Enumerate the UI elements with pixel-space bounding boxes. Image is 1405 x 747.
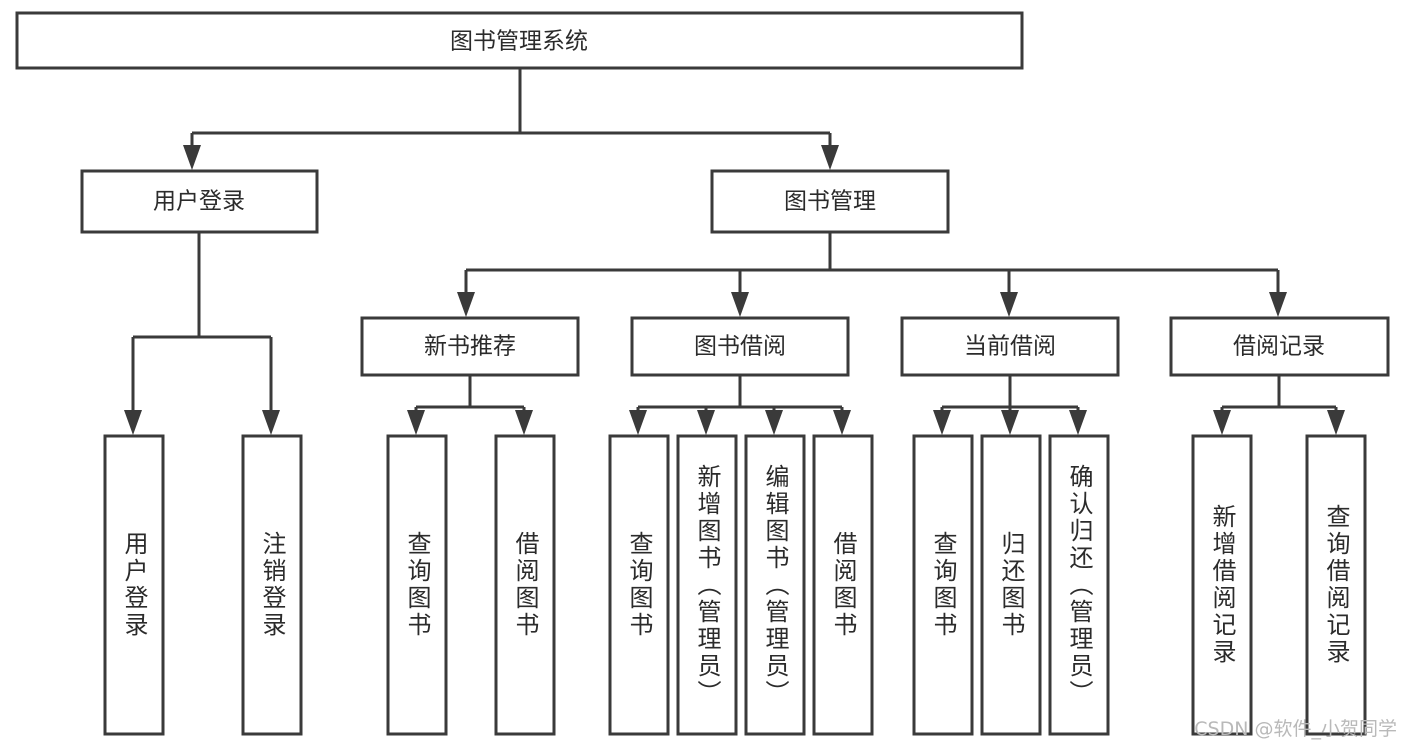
connector-group-user-login — [124, 232, 280, 435]
node-book-manage-label: 图书管理 — [784, 189, 876, 215]
leaf-rect-bb-add-book[interactable] — [676, 434, 738, 736]
arrowhead-cb-leaf-1 — [933, 410, 951, 435]
node-user-login-rect[interactable] — [80, 169, 319, 234]
leaf-rect-br-query-record[interactable] — [1305, 434, 1367, 736]
arrowhead-book-borrow — [731, 292, 749, 317]
connector-group-current-borrow — [933, 375, 1087, 435]
node-root-system-rect[interactable] — [15, 11, 1024, 70]
node-root-system-label: 图书管理系统 — [450, 29, 588, 55]
node-borrow-record-rect[interactable] — [1169, 316, 1390, 377]
arrowhead-bb-leaf-4 — [833, 410, 851, 435]
node-current-borrow-label: 当前借阅 — [964, 334, 1056, 360]
arrowhead-nb-leaf-2 — [515, 410, 533, 435]
arrowhead-current-borrow — [1000, 292, 1018, 317]
arrowhead-leaf-user-login — [124, 410, 142, 435]
node-borrow-record[interactable]: 借阅记录 — [1169, 316, 1390, 377]
arrowhead-nb-leaf-1 — [407, 410, 425, 435]
arrowhead-bb-leaf-2 — [697, 410, 715, 435]
node-book-borrow-label: 图书借阅 — [694, 334, 786, 360]
arrowhead-borrow-record — [1269, 292, 1287, 317]
node-current-borrow-rect[interactable] — [900, 316, 1120, 377]
leaf-rect-br-add-record[interactable] — [1191, 434, 1253, 736]
node-borrow-record-label: 借阅记录 — [1233, 334, 1325, 360]
node-new-book-recommend-rect[interactable] — [360, 316, 580, 377]
leaf-rect-nb-borrow-book[interactable] — [494, 434, 556, 736]
node-user-login[interactable]: 用户登录 — [80, 169, 319, 234]
connector-group-borrow-record — [1213, 375, 1345, 435]
arrowhead-book-manage — [821, 145, 839, 170]
arrowhead-new-book — [457, 292, 475, 317]
leaf-rect-bb-query-book[interactable] — [608, 434, 670, 736]
connector-group-book-borrow — [629, 375, 851, 435]
arrowhead-bb-leaf-3 — [765, 410, 783, 435]
connector-group-new-book — [407, 375, 533, 435]
node-book-manage[interactable]: 图书管理 — [710, 169, 950, 234]
leaf-rect-bb-edit-book[interactable] — [744, 434, 806, 736]
node-new-book-recommend[interactable]: 新书推荐 — [360, 316, 580, 377]
node-user-login-label: 用户登录 — [153, 189, 245, 215]
leaf-rect-user-login[interactable] — [103, 434, 165, 736]
node-book-manage-rect[interactable] — [710, 169, 950, 234]
node-new-book-recommend-label: 新书推荐 — [424, 334, 516, 360]
leaf-rect-bb-borrow-book[interactable] — [812, 434, 874, 736]
arrowhead-user-login — [183, 145, 201, 170]
connector-group-root — [183, 68, 839, 170]
arrowhead-bb-leaf-1 — [629, 410, 647, 435]
arrowhead-br-leaf-2 — [1327, 410, 1345, 435]
arrowhead-br-leaf-1 — [1213, 410, 1231, 435]
node-book-borrow[interactable]: 图书借阅 — [630, 316, 850, 377]
leaf-rect-cb-query-book[interactable] — [912, 434, 974, 736]
node-current-borrow[interactable]: 当前借阅 — [900, 316, 1120, 377]
leaf-rect-logout[interactable] — [241, 434, 303, 736]
arrowhead-cb-leaf-3 — [1069, 410, 1087, 435]
arrowhead-cb-leaf-2 — [1001, 410, 1019, 435]
node-book-borrow-rect[interactable] — [630, 316, 850, 377]
connector-group-book-manage — [457, 232, 1287, 317]
leaf-rect-nb-query-book[interactable] — [386, 434, 448, 736]
leaf-rect-cb-return-book[interactable] — [980, 434, 1042, 736]
leaf-rect-cb-confirm-return[interactable] — [1048, 434, 1110, 736]
arrowhead-leaf-logout — [262, 410, 280, 435]
node-root-system[interactable]: 图书管理系统 — [15, 11, 1024, 70]
